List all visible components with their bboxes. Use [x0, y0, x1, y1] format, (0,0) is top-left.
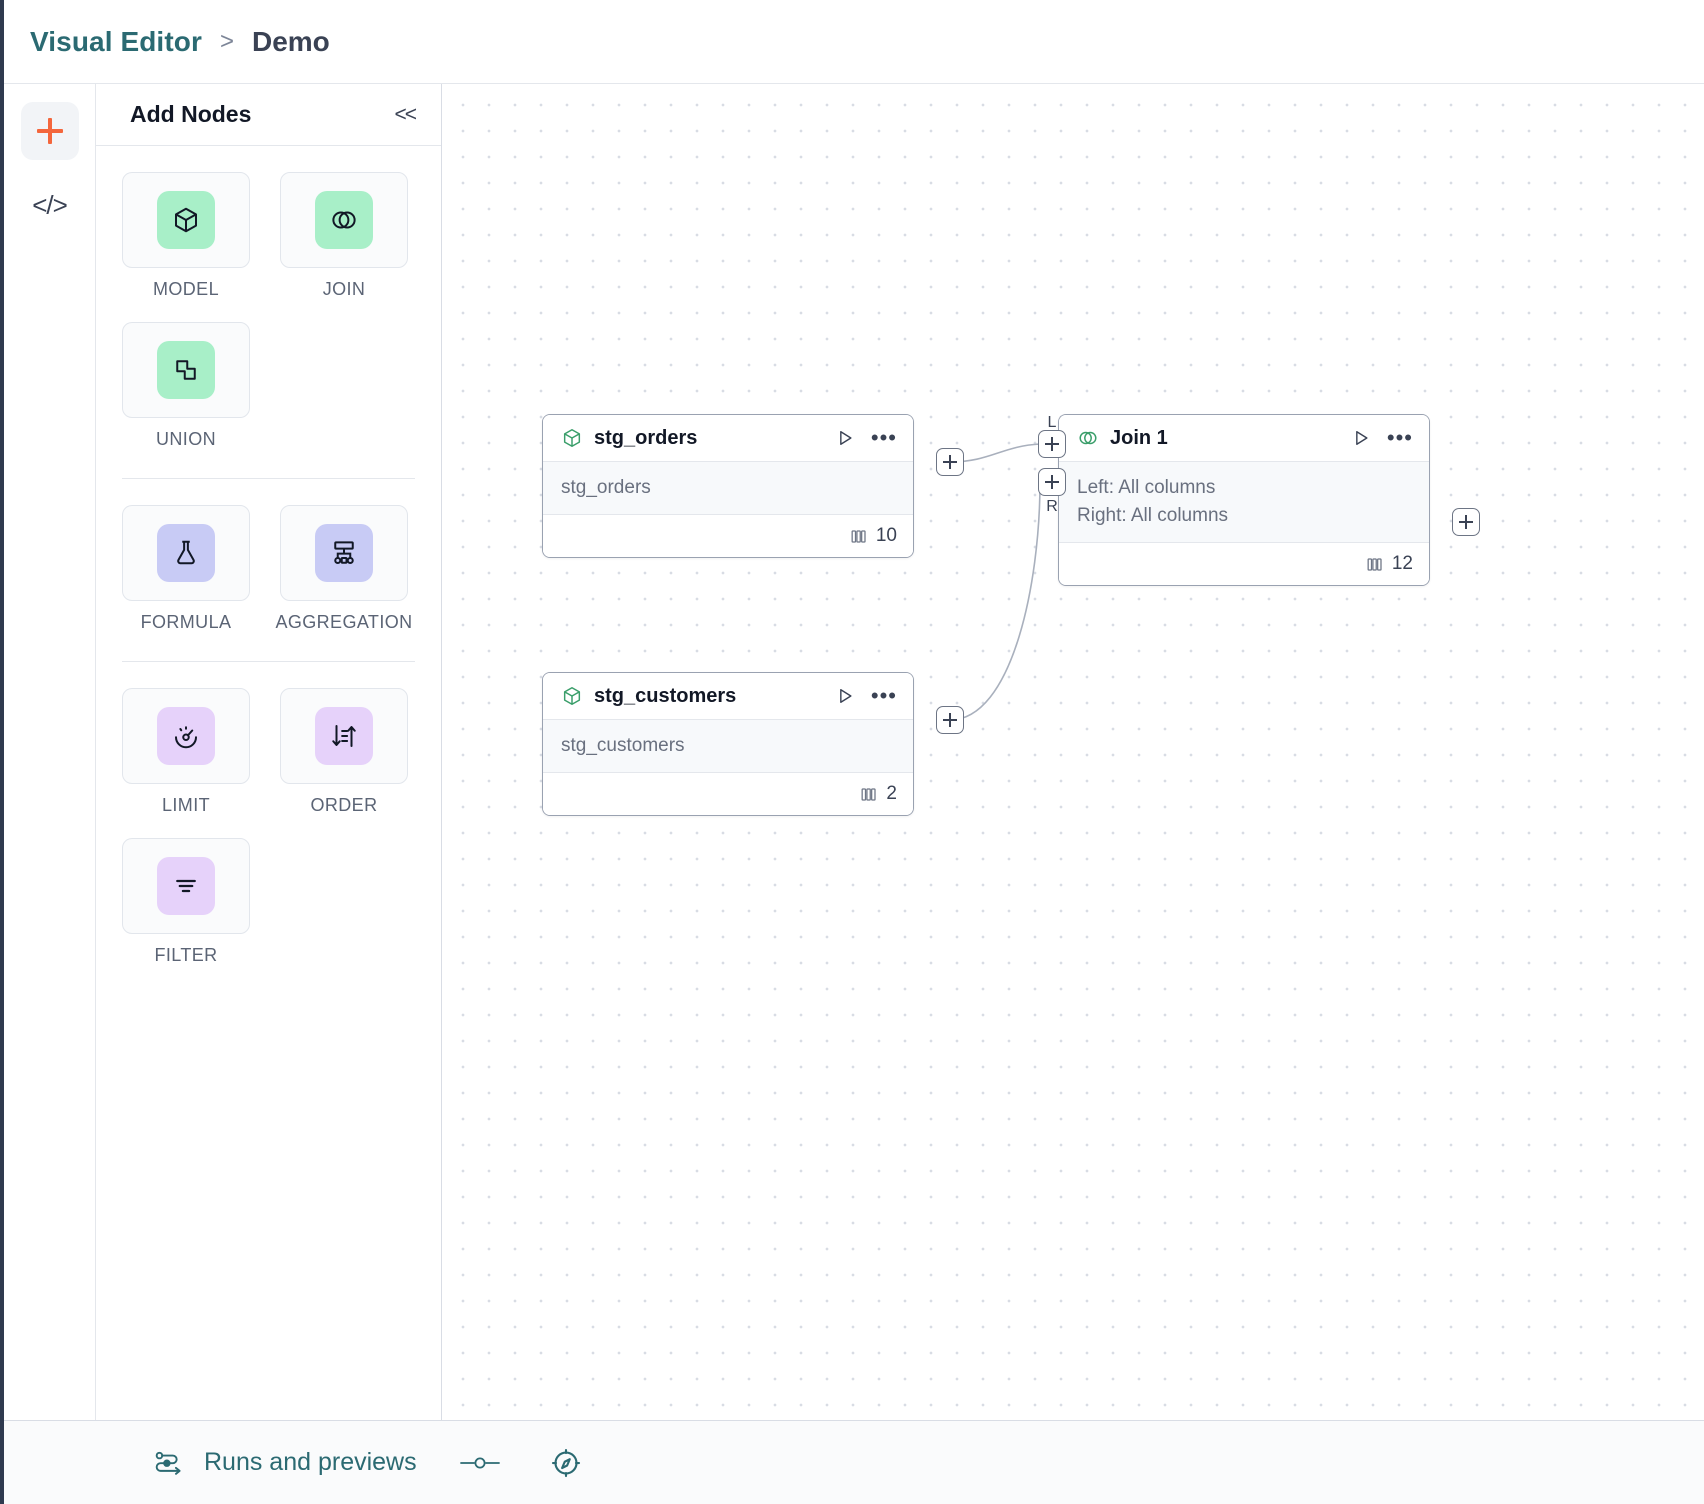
palette-label: LIMIT [161, 795, 210, 815]
palette-item-formula[interactable]: FORMULA [122, 505, 250, 633]
column-count: 12 [1391, 553, 1413, 574]
input-handle-left[interactable] [1038, 430, 1066, 458]
columns-icon [851, 529, 866, 543]
palette-item-filter[interactable]: FILTER [122, 838, 250, 966]
palette-label: MODEL [152, 279, 219, 299]
node-footer: 10 [543, 515, 913, 557]
flow-canvas[interactable]: stg_orders ••• stg_orders 10 [442, 84, 1704, 1420]
node-menu-button[interactable]: ••• [1386, 425, 1413, 450]
node-menu-button[interactable]: ••• [870, 683, 897, 708]
runs-and-previews-button[interactable]: Runs and previews [204, 1448, 417, 1476]
palette-label: AGGREGATION [275, 612, 413, 632]
palette-item-order[interactable]: ORDER [280, 688, 408, 816]
plus-icon [36, 118, 63, 144]
node-header: Join 1 ••• [1059, 415, 1429, 461]
palette-item-join[interactable]: JOIN [280, 172, 408, 300]
node-title: stg_orders [594, 426, 698, 449]
code-view-button[interactable]: </> [21, 176, 79, 234]
compass-icon[interactable] [551, 1448, 581, 1478]
gauge-icon [157, 707, 215, 765]
palette-item-model[interactable]: MODEL [122, 172, 250, 300]
runs-flow-icon [155, 1451, 181, 1475]
node-title: Join 1 [1110, 426, 1168, 449]
output-handle-stg-customers[interactable] [936, 706, 964, 734]
node-join-1[interactable]: Join 1 ••• Left: All columns Right: All … [1058, 414, 1430, 586]
node-header: stg_orders ••• [543, 415, 913, 461]
node-stg-customers[interactable]: stg_customers ••• stg_customers 2 [542, 672, 914, 816]
node-footer: 12 [1059, 543, 1429, 585]
breadcrumb-root[interactable]: Visual Editor [30, 25, 202, 57]
slider-icon[interactable] [457, 1453, 509, 1473]
node-body-line: Left: All columns [1077, 477, 1216, 498]
run-node-button[interactable] [1351, 428, 1371, 448]
output-handle-stg-orders[interactable] [936, 448, 964, 476]
palette-item-union[interactable]: UNION [122, 322, 250, 450]
breadcrumb-current: Demo [251, 25, 330, 57]
input-handle-left-label: L [1047, 414, 1057, 431]
panel-header: Add Nodes << [96, 84, 441, 146]
hierarchy-icon [315, 524, 373, 582]
cube-icon [157, 191, 215, 249]
node-palette: MODEL JOIN [96, 146, 441, 1420]
node-body: Left: All columns Right: All columns [1059, 461, 1429, 543]
palette-label: ORDER [310, 795, 378, 815]
flask-icon [157, 524, 215, 582]
union-squares-icon [157, 341, 215, 399]
palette-item-aggregation[interactable]: AGGREGATION [275, 505, 412, 633]
column-count: 10 [875, 525, 897, 546]
status-bar: Runs and previews [4, 1420, 1704, 1504]
column-count: 2 [886, 783, 897, 804]
palette-group-transforms: FORMULA AGGREGATIO [122, 505, 415, 655]
icon-rail: </> [4, 84, 96, 1420]
output-handle-join-1[interactable] [1452, 508, 1480, 536]
columns-icon [1367, 557, 1382, 571]
node-stg-orders[interactable]: stg_orders ••• stg_orders 10 [542, 414, 914, 558]
node-body: stg_orders [543, 461, 913, 515]
palette-divider [122, 661, 415, 662]
palette-label: FORMULA [140, 612, 232, 632]
code-icon: </> [32, 189, 68, 220]
palette-label: UNION [156, 429, 216, 449]
input-handle-right[interactable] [1038, 468, 1066, 496]
node-header: stg_customers ••• [543, 673, 913, 719]
breadcrumb-separator: > [219, 27, 234, 55]
cube-icon [561, 685, 583, 707]
collapse-panel-icon[interactable]: << [394, 102, 416, 126]
palette-label: FILTER [154, 945, 218, 965]
node-body: stg_customers [543, 719, 913, 773]
node-footer: 2 [543, 773, 913, 815]
venn-circles-icon [1077, 427, 1099, 449]
node-body-line: stg_orders [561, 477, 651, 498]
sort-arrows-icon [315, 707, 373, 765]
edge-customers-to-join-right [949, 481, 1041, 721]
add-nodes-panel: Add Nodes << MODEL [96, 84, 442, 1420]
node-menu-button[interactable]: ••• [870, 425, 897, 450]
palette-item-limit[interactable]: LIMIT [122, 688, 250, 816]
node-body-line: stg_customers [561, 735, 685, 756]
palette-group-refine: LIMIT ORDER [122, 688, 415, 988]
node-body-line: Right: All columns [1077, 505, 1229, 526]
run-node-button[interactable] [835, 428, 855, 448]
breadcrumb: Visual Editor > Demo [4, 0, 1704, 84]
node-title: stg_customers [594, 684, 737, 707]
cube-icon [561, 427, 583, 449]
input-handle-right-label: R [1046, 498, 1058, 515]
filter-lines-icon [157, 857, 215, 915]
panel-title: Add Nodes [130, 101, 252, 127]
add-node-button[interactable] [20, 102, 79, 160]
run-node-button[interactable] [835, 686, 855, 706]
editor-body: </> Add Nodes << [4, 84, 1704, 1420]
palette-label: JOIN [322, 279, 366, 299]
columns-icon [861, 787, 877, 801]
palette-group-sources: MODEL JOIN [122, 172, 415, 472]
venn-circles-icon [315, 191, 373, 249]
palette-divider [122, 478, 415, 479]
